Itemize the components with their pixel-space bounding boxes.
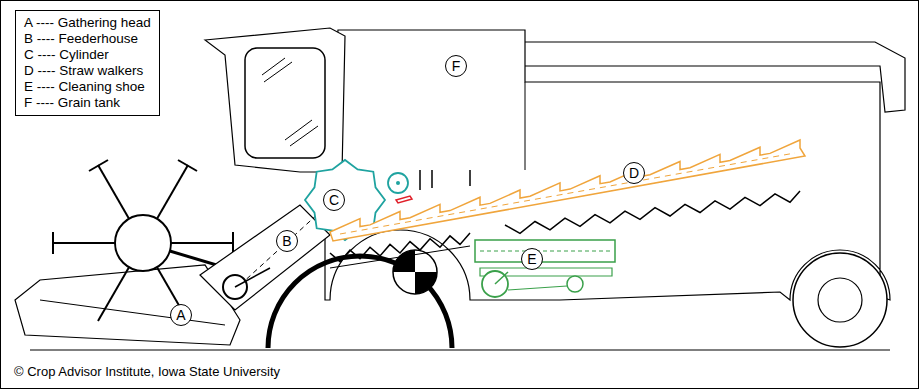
hub-mark [393,250,415,272]
rear-tire [793,253,887,347]
key-line: C ---- Cylinder [24,47,151,63]
combine-body [325,30,890,300]
callout-letter: F [452,58,461,74]
glare [262,58,285,75]
key-entry: E ---- Cleaning shoe [24,79,145,95]
callout-letter: D [629,165,639,181]
callout-letter: C [329,192,339,208]
glare [290,126,318,146]
key-entry: B ---- Feederhouse [24,31,138,47]
key-entry: A ---- Gathering head [24,15,151,31]
key-line: B ---- Feederhouse [24,31,151,47]
support [419,170,421,190]
reel [53,160,233,321]
sieve [475,240,615,262]
header-line [40,300,225,325]
callout-letter: B [282,233,291,249]
auger-shaft [235,268,270,287]
beater [388,173,408,193]
part-letter-circle: A [170,304,192,326]
beater-grate [396,196,412,203]
pan-base [330,246,470,268]
beater-hub [396,181,400,185]
part-letter-circle: D [623,162,645,184]
key-entry: D ---- Straw walkers [24,63,143,79]
copyright-caption: © Crop Advisor Institute, Iowa State Uni… [14,364,280,380]
shoe-base [508,286,567,290]
cleaning-fan [482,271,508,297]
key-line: F ---- Grain tank [24,95,151,111]
walker-line [340,153,795,234]
part-letter-circle: F [445,55,467,77]
support [469,170,471,186]
feeder-chain [240,212,320,285]
key-line: A ---- Gathering head [24,15,151,31]
cab-window [245,48,325,158]
part-letter-circle: E [521,248,543,270]
glare [285,120,312,140]
hub-mark [415,272,437,294]
straw-walkers [330,140,805,241]
glare [264,62,292,82]
sieve-line [480,251,610,252]
key-box: A ---- Gathering headB ---- FeederhouseC… [15,10,160,116]
callout-letter: A [176,307,185,323]
key-line: E ---- Cleaning shoe [24,79,151,95]
key-line: D ---- Straw walkers [24,63,151,79]
part-letter-circle: B [276,230,298,252]
body-panel-line [525,82,526,170]
chaffer-extension [505,191,800,233]
clean-grain-auger [567,276,583,292]
fan-blade [495,272,508,284]
feederhouse [200,205,330,310]
cab [205,28,345,172]
key-entry: F ---- Grain tank [24,95,120,111]
key-entry: C ---- Cylinder [24,47,109,63]
reel-hub [115,215,171,271]
part-letter-circle: C [323,189,345,211]
ground-line [30,349,890,350]
support [431,170,433,188]
rear-hub [818,278,862,322]
callout-letter: E [527,251,536,267]
